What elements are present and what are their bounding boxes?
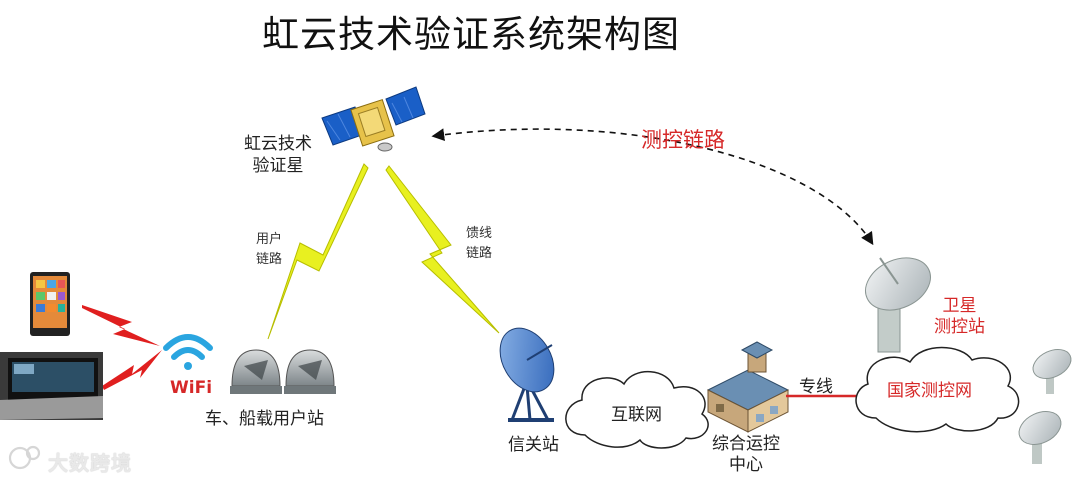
tt-station-dish-icon <box>865 257 931 353</box>
small-dish-icon-1 <box>1032 348 1072 394</box>
national-tt-network-label: 国家测控网 <box>887 381 972 401</box>
laptop-icon <box>0 352 103 420</box>
wifi-icon <box>163 334 213 370</box>
gateway-label: 信关站 <box>508 435 559 455</box>
internet-label: 互联网 <box>611 405 662 425</box>
internet-cloud <box>565 370 709 449</box>
user-link-label-line-1: 用户 <box>256 232 283 247</box>
user-station-dome-2 <box>284 349 336 394</box>
laptop-link-lightning <box>102 350 162 390</box>
phone-link-lightning <box>82 305 160 346</box>
satellite-label-line-2: 验证星 <box>252 156 304 176</box>
feeder-link-label: 馈线 链路 <box>466 224 492 264</box>
tt-link-arrow <box>431 128 874 246</box>
wifi-label: WiFi <box>170 378 213 398</box>
smartphone-icon <box>30 272 70 336</box>
sat-tt-station-label-line-2: 测控站 <box>934 317 985 337</box>
feeder-link-label-line-2: 链路 <box>466 246 493 261</box>
diagram-title: 虹云技术验证系统架构图 <box>262 13 680 56</box>
small-dish-icon-2 <box>1018 411 1062 464</box>
satellite-icon <box>321 86 426 152</box>
ops-center-label-line-1: 综合运控 <box>712 434 780 454</box>
satellite-label: 虹云技术 验证星 <box>244 133 312 177</box>
ops-center-building-icon <box>706 341 790 433</box>
feeder-link-lightning <box>385 165 500 334</box>
user-station-label: 车、船载用户站 <box>205 409 324 429</box>
national-tt-network-cloud <box>855 346 1020 433</box>
watermark-logo-icon <box>8 445 41 470</box>
leased-line-label: 专线 <box>799 377 833 397</box>
user-link-label-line-2: 链路 <box>256 252 283 267</box>
watermark-text: 大数跨境 <box>48 451 132 475</box>
satellite-label-line-1: 虹云技术 <box>244 134 312 154</box>
feeder-link-label-line-1: 馈线 <box>466 226 493 241</box>
gateway-dish-icon <box>499 327 555 422</box>
ops-center-label: 综合运控 中心 <box>712 434 780 476</box>
sat-tt-station-label-line-1: 卫星 <box>942 296 977 316</box>
user-link-lightning <box>267 163 369 340</box>
ops-center-label-line-2: 中心 <box>729 455 763 475</box>
tt-link-label: 测控链路 <box>641 128 725 152</box>
user-station-dome-1 <box>230 349 282 394</box>
sat-tt-station-label: 卫星 测控站 <box>934 296 985 338</box>
user-link-label: 用户 链路 <box>256 230 282 270</box>
